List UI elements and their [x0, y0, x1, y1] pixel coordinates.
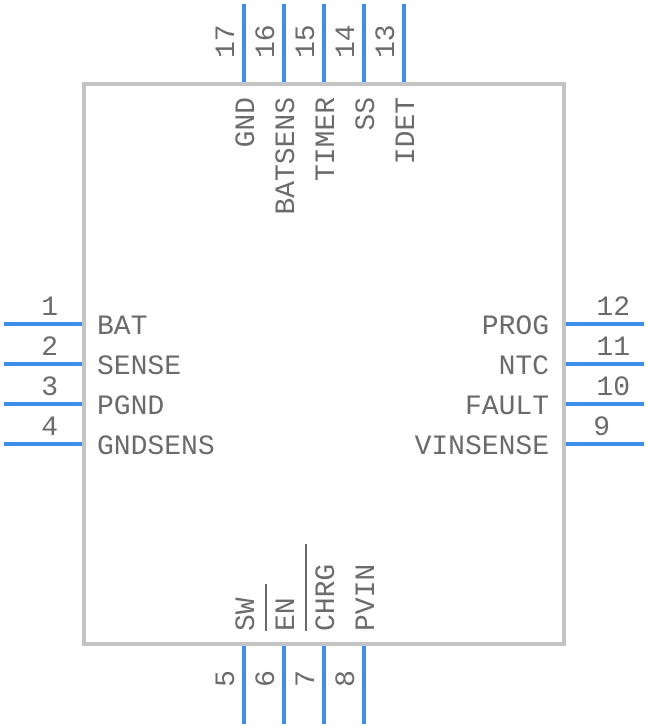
pin-9-number: 9	[593, 413, 610, 444]
pin-17-number: 17	[212, 24, 243, 58]
pin-14-name: SS	[352, 97, 383, 131]
pin-1-name: BAT	[97, 312, 147, 343]
pin-6-name: EN	[272, 597, 303, 631]
pin-13-number: 13	[372, 24, 403, 58]
pin-11-name: NTC	[499, 352, 549, 383]
pin-10-number: 10	[596, 373, 630, 404]
pin-5-name: SW	[232, 597, 263, 631]
pin-9-name: VINSENSE	[415, 432, 549, 463]
pin-14-number: 14	[332, 24, 363, 58]
pin-16-name: BATSENS	[272, 97, 303, 215]
pin-4-name: GNDSENS	[97, 432, 215, 463]
pin-7-name: CHRG	[312, 564, 343, 631]
pin-8-number: 8	[332, 670, 363, 687]
pin-16-number: 16	[252, 24, 283, 58]
pin-17-name: GND	[232, 97, 263, 147]
ic-body	[82, 82, 566, 646]
pin-13-name: IDET	[392, 97, 423, 164]
pin-10-name: FAULT	[465, 392, 549, 423]
pin-3-number: 3	[41, 373, 58, 404]
pin-11-number: 11	[596, 333, 630, 364]
pin-2-number: 2	[41, 333, 58, 364]
pin-3-name: PGND	[97, 392, 164, 423]
pin-12-number: 12	[596, 293, 630, 324]
pin-12-name: PROG	[482, 312, 549, 343]
pin-6-number: 6	[252, 670, 283, 687]
pin-5-number: 5	[212, 670, 243, 687]
pin-15-name: TIMER	[312, 97, 343, 181]
pin-15-number: 15	[292, 24, 323, 58]
pin-1-number: 1	[41, 293, 58, 324]
pin-8-name: PVIN	[352, 564, 383, 631]
pin-2-name: SENSE	[97, 352, 181, 383]
pin-7-number: 7	[292, 670, 323, 687]
pin-4-number: 4	[41, 413, 58, 444]
